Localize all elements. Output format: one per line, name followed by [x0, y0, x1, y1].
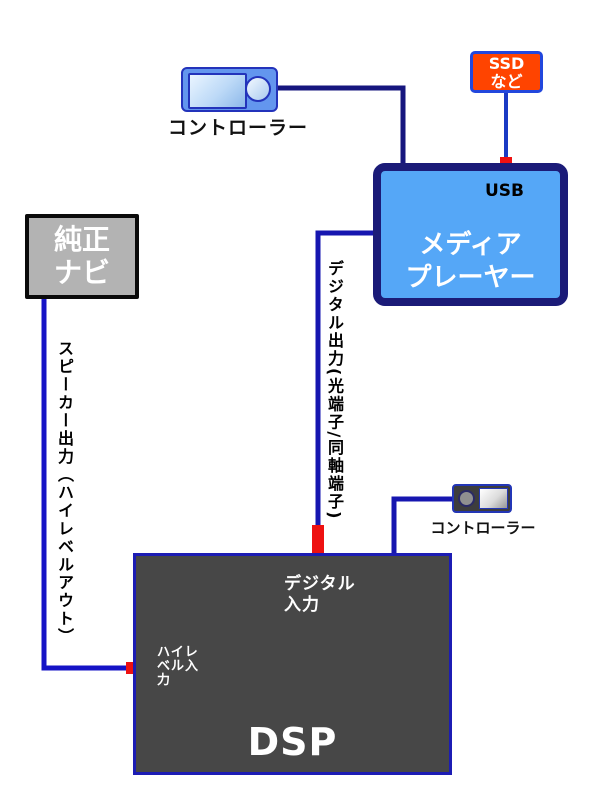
media-player-name: メディア プレーヤー — [381, 229, 560, 295]
wire-bottom-controller-to-dsp — [391, 496, 452, 553]
top-controller-screen — [188, 73, 247, 109]
usb-port-label: USB — [484, 181, 524, 201]
dsp-box: デジタル 入力 ハイレ ベル入 力 DSP — [133, 553, 452, 775]
dsp-high-level-line1: ハイレ — [157, 645, 199, 660]
ssd-label-line2: など — [490, 72, 523, 91]
oem-nav-line1: 純正 — [53, 223, 110, 256]
top-controller-label: コントローラー — [168, 117, 309, 139]
top-controller-device — [181, 67, 278, 112]
oem-nav-line2: ナビ — [53, 256, 110, 289]
bottom-controller-knob — [458, 490, 475, 507]
dsp-high-level-line2: ベル入 — [157, 659, 200, 674]
media-player-name-line2: プレーヤー — [405, 263, 536, 293]
top-controller-knob — [245, 76, 271, 102]
dsp-digital-input-line1: デジタル — [284, 574, 356, 594]
bottom-controller-label: コントローラー — [430, 519, 536, 537]
wire-player-to-dsp — [315, 230, 373, 527]
wire-top-controller-to-player — [278, 85, 406, 163]
ssd-box: SSD など — [470, 51, 543, 93]
speaker-output-label: スピーカー出力（ハイレベルアウト） — [55, 340, 74, 646]
media-player-box: USB メディア プレーヤー — [373, 163, 568, 306]
bottom-controller-screen — [479, 488, 508, 509]
wire-nav-to-dsp — [41, 299, 128, 671]
ssd-label-line1: SSD — [488, 54, 525, 73]
bottom-controller-device — [452, 484, 512, 513]
oem-nav-box: 純正 ナビ — [25, 214, 139, 299]
dsp-high-level-input-label: ハイレ ベル入 力 — [157, 646, 199, 688]
media-player-name-line1: メディア — [419, 230, 522, 260]
dsp-high-level-line3: 力 — [157, 673, 172, 688]
dsp-name: DSP — [247, 720, 338, 764]
digital-output-label: デジタル出力(光端子/同軸端子) — [325, 260, 344, 521]
dsp-digital-input-line2: 入力 — [284, 595, 320, 615]
dsp-digital-input-label: デジタル 入力 — [284, 574, 356, 616]
